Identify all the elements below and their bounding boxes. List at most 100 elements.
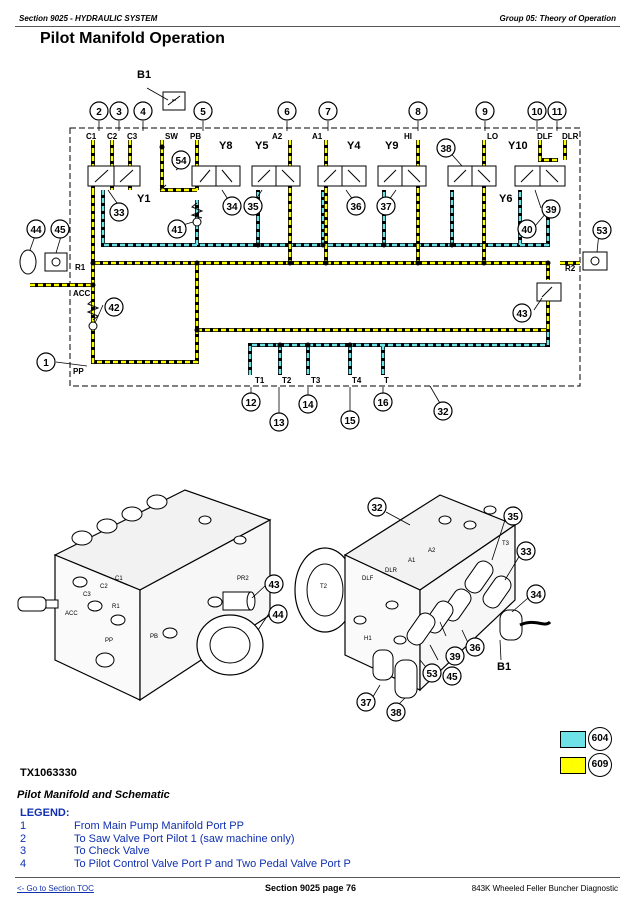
svg-text:6: 6 <box>284 107 290 118</box>
legend-text: To Saw Valve Port Pilot 1 (saw machine o… <box>74 832 295 845</box>
port-label: A2 <box>272 132 283 141</box>
legend-text: To Pilot Control Valve Port P and Two Pe… <box>74 857 351 870</box>
callout-3: 3 <box>109 101 129 121</box>
svg-text:36: 36 <box>350 202 362 213</box>
svg-text:35: 35 <box>247 202 259 213</box>
photo-port-mark: C3 <box>83 592 91 598</box>
svg-text:34: 34 <box>226 202 238 213</box>
svg-text:42: 42 <box>108 303 120 314</box>
photo-port-mark: A1 <box>408 558 416 564</box>
page-title: Pilot Manifold Operation <box>40 30 225 47</box>
page-number: Section 9025 page 76 <box>265 883 357 893</box>
port-label: PP <box>73 367 84 376</box>
callout-10: 10 <box>527 101 547 121</box>
port-label: PB <box>190 132 201 141</box>
color-key-label-609: 609 <box>588 753 612 777</box>
legend-number: 1 <box>20 820 27 832</box>
manifold-figure: C1 C2 C3 SW PB A2 A1 HI LO DLF DLR R1 AC… <box>17 69 612 722</box>
callout-34-photo: 34 <box>530 590 542 601</box>
color-key-label-604: 604 <box>588 727 612 751</box>
port-label: HI <box>404 132 412 141</box>
port-labels: C1 C2 C3 SW PB A2 A1 HI LO DLF DLR R1 AC… <box>73 132 579 385</box>
callout-36-photo: 36 <box>469 643 481 654</box>
port-label: LO <box>487 132 498 141</box>
manual-title: 843K Wheeled Feller Buncher Diagnostic <box>471 884 618 893</box>
valve-label: Y9 <box>385 140 398 152</box>
port-label: T1 <box>255 376 265 385</box>
svg-text:5: 5 <box>200 107 206 118</box>
svg-text:41: 41 <box>171 225 183 236</box>
legend-number: 4 <box>20 857 27 870</box>
callout-45-photo: 45 <box>446 672 458 683</box>
port-label: DLF <box>537 132 553 141</box>
svg-text:16: 16 <box>377 398 389 409</box>
svg-text:45: 45 <box>54 225 66 236</box>
callout-41: 41 <box>167 219 187 239</box>
port-label: R2 <box>565 264 576 273</box>
callout-7: 7 <box>318 101 338 121</box>
svg-text:40: 40 <box>521 225 533 236</box>
callout-42: 42 <box>104 297 124 317</box>
color-swatch-609 <box>560 757 586 774</box>
svg-text:11: 11 <box>552 107 563 118</box>
callout-44: 44 <box>26 219 46 239</box>
svg-text:9: 9 <box>482 107 488 118</box>
callout-36: 36 <box>346 196 366 216</box>
svg-text:43: 43 <box>516 309 528 320</box>
callout-37-photo: 37 <box>360 698 372 709</box>
svg-text:4: 4 <box>140 107 146 118</box>
photo-port-mark: H1 <box>364 636 372 642</box>
svg-text:8: 8 <box>415 107 421 118</box>
callout-44-photo: 44 <box>272 610 284 621</box>
figure-id: TX1063330 <box>20 767 77 779</box>
svg-text:54: 54 <box>175 156 187 167</box>
callout-53: 53 <box>592 220 612 240</box>
callout-53-photo: 53 <box>426 669 438 680</box>
port-label: T4 <box>352 376 362 385</box>
legend-text: From Main Pump Manifold Port PP <box>74 820 244 832</box>
callout-13: 13 <box>269 412 289 432</box>
callout-11: 11 <box>547 101 567 121</box>
valve-label: Y1 <box>137 193 150 205</box>
callout-4: 4 <box>133 101 153 121</box>
section-toc-link[interactable]: <- Go to Section TOC <box>17 884 94 893</box>
svg-text:39: 39 <box>545 205 557 216</box>
svg-text:3: 3 <box>116 107 122 118</box>
callout-32-photo: 32 <box>371 503 383 514</box>
svg-text:2: 2 <box>96 107 102 118</box>
callout-35-photo: 35 <box>507 512 519 523</box>
callout-12: 12 <box>241 392 261 412</box>
legend-text: To Check Valve <box>74 845 150 857</box>
callout-16: 16 <box>373 392 393 412</box>
port-label: T3 <box>311 376 321 385</box>
switch-label: B1 <box>137 69 151 81</box>
svg-text:38: 38 <box>440 144 452 155</box>
svg-text:10: 10 <box>531 107 543 118</box>
photo-port-mark: C1 <box>115 576 123 582</box>
callout-8: 8 <box>408 101 428 121</box>
photo-port-mark: A2 <box>428 548 436 554</box>
switch-label-photo: B1 <box>497 661 511 673</box>
port-label: C1 <box>86 132 97 141</box>
callout-2: 2 <box>89 101 109 121</box>
page-header: Section 9025 - HYDRAULIC SYSTEM Group 05… <box>15 0 620 27</box>
port-label: C3 <box>127 132 138 141</box>
photo-callouts: 32 33 34 35 36 37 38 39 45 53 B1 <box>356 497 546 722</box>
svg-text:14: 14 <box>302 400 314 411</box>
svg-text:33: 33 <box>113 208 125 219</box>
valve-label: Y6 <box>499 193 512 205</box>
svg-text:15: 15 <box>344 416 356 427</box>
callout-6: 6 <box>277 101 297 121</box>
svg-text:37: 37 <box>380 202 392 213</box>
svg-text:53: 53 <box>596 226 608 237</box>
port-label: DLR <box>562 132 579 141</box>
valve-label: Y8 <box>219 140 232 152</box>
photo-port-mark: DLR <box>385 568 398 574</box>
callout-33: 33 <box>109 202 129 222</box>
port-label: A1 <box>312 132 323 141</box>
valve-label: Y4 <box>347 140 361 152</box>
callout-9: 9 <box>475 101 495 121</box>
photo-port-mark: DLF <box>362 576 374 582</box>
callout-38: 38 <box>436 138 456 158</box>
pilot-manifold-schematic: C1 C2 C3 SW PB A2 A1 HI LO DLF DLR R1 AC… <box>19 69 612 432</box>
